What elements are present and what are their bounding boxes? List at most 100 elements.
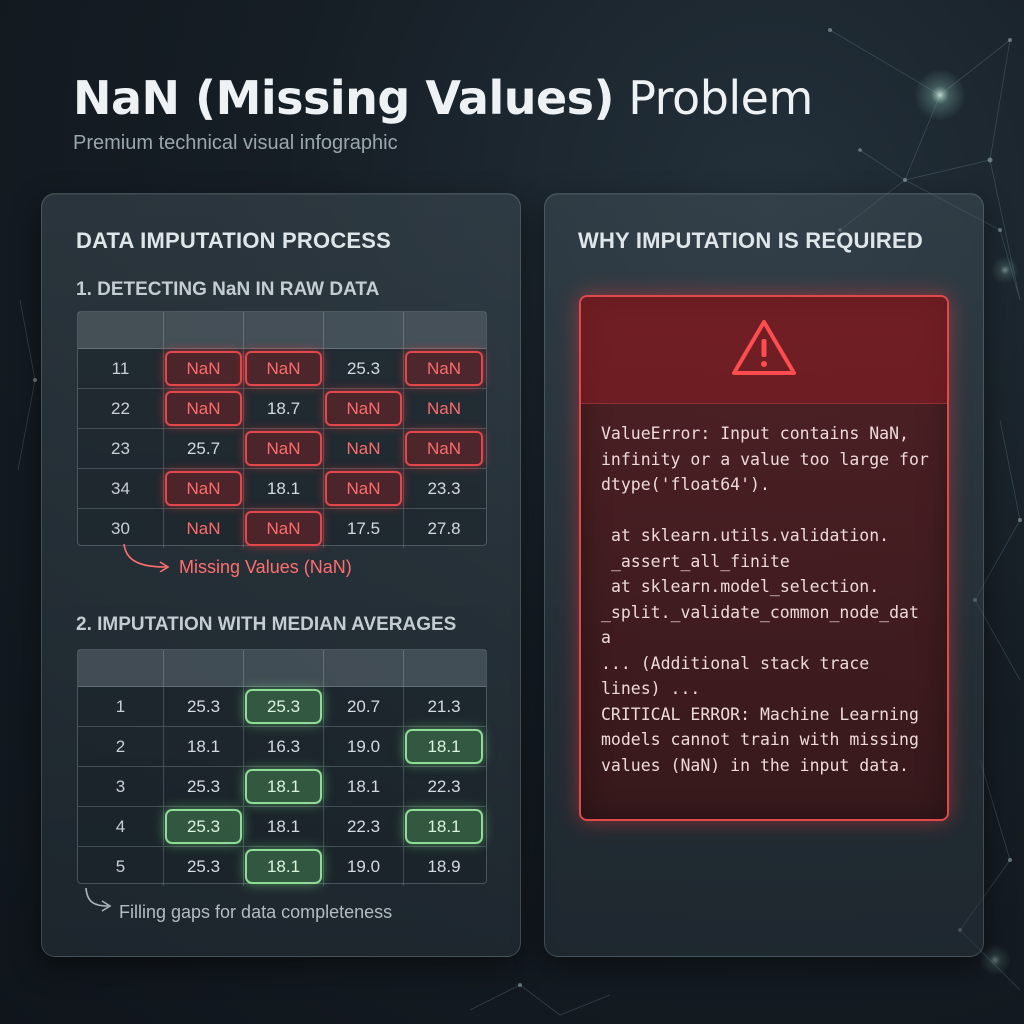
nan-cell: NaN bbox=[404, 389, 484, 428]
warning-triangle-icon bbox=[732, 320, 796, 375]
value-cell: 22.3 bbox=[324, 807, 404, 846]
cell-text: NaN bbox=[426, 358, 461, 378]
nan-highlighted-cell: NaN bbox=[324, 469, 404, 508]
section-label-imputation: 2. IMPUTATION WITH MEDIAN AVERAGES bbox=[76, 614, 457, 635]
cell-text: NaN bbox=[426, 398, 461, 418]
cell-text: 25.3 bbox=[186, 856, 221, 876]
why-imputation-panel: WHY IMPUTATION IS REQUIRED ValueError: I… bbox=[544, 193, 984, 957]
nan-highlighted-cell: NaN bbox=[324, 389, 404, 428]
table-row: 23 25.7 NaN NaN NaN bbox=[78, 429, 486, 469]
cell-text: 19.0 bbox=[346, 736, 381, 756]
nan-highlighted-cell: NaN bbox=[244, 509, 324, 548]
cell-text: 16.3 bbox=[266, 736, 301, 756]
cell-text: 22 bbox=[111, 398, 130, 418]
cell-text: 18.1 bbox=[266, 816, 301, 836]
row-id-cell: 4 bbox=[78, 807, 164, 846]
cell-text: 18.1 bbox=[427, 816, 461, 836]
table-header-row bbox=[78, 650, 486, 687]
cell-text: 20.7 bbox=[346, 696, 381, 716]
cell-text: 18.7 bbox=[266, 398, 301, 418]
cell-text: NaN bbox=[266, 518, 301, 538]
table-row: 5 25.3 18.1 19.0 18.9 bbox=[78, 847, 486, 886]
cell-text: 4 bbox=[115, 816, 126, 836]
cell-text: 27.8 bbox=[427, 518, 461, 538]
table-row: 4 25.3 18.1 22.3 18.1 bbox=[78, 807, 486, 847]
row-id-cell: 22 bbox=[78, 389, 164, 428]
cell-text: NaN bbox=[186, 398, 221, 418]
cell-text: 18.1 bbox=[186, 736, 221, 756]
table-header-row bbox=[78, 312, 486, 349]
cell-text: 25.7 bbox=[186, 438, 221, 458]
value-cell: 21.3 bbox=[404, 687, 484, 726]
nan-highlighted-cell: NaN bbox=[244, 429, 324, 468]
cell-text: 18.9 bbox=[427, 856, 461, 876]
cell-text: 3 bbox=[115, 776, 126, 796]
cell-text: 1 bbox=[115, 696, 126, 716]
cell-text: 18.1 bbox=[427, 736, 461, 756]
cell-text: NaN bbox=[186, 478, 221, 498]
table-row: 1 25.3 25.3 20.7 21.3 bbox=[78, 687, 486, 727]
cell-text: 18.1 bbox=[266, 856, 301, 876]
nan-cell: NaN bbox=[324, 429, 404, 468]
cell-text: NaN bbox=[346, 398, 381, 418]
error-stack-trace: ValueError: Input contains NaN, infinity… bbox=[601, 424, 929, 775]
value-cell: 17.5 bbox=[324, 509, 404, 548]
error-message-box: ValueError: Input contains NaN, infinity… bbox=[579, 295, 949, 821]
panel-heading-why: WHY IMPUTATION IS REQUIRED bbox=[578, 228, 923, 253]
data-imputation-panel: DATA IMPUTATION PROCESS 1. DETECTING NaN… bbox=[41, 193, 521, 957]
cell-text: 22.3 bbox=[346, 816, 381, 836]
cell-text: 18.1 bbox=[266, 478, 301, 498]
imputed-value-cell: 18.1 bbox=[404, 727, 484, 766]
row-id-cell: 30 bbox=[78, 509, 164, 548]
value-cell: 20.7 bbox=[324, 687, 404, 726]
value-cell: 23.3 bbox=[404, 469, 484, 508]
filling-gaps-annotation: Filling gaps for data completeness bbox=[119, 902, 393, 922]
value-cell: 18.1 bbox=[244, 807, 324, 846]
error-box-header bbox=[581, 297, 947, 404]
row-id-cell: 5 bbox=[78, 847, 164, 886]
value-cell: 18.1 bbox=[244, 469, 324, 508]
imputed-value-cell: 25.3 bbox=[244, 687, 324, 726]
cell-text: 18.1 bbox=[266, 776, 301, 796]
cell-text: 17.5 bbox=[346, 518, 381, 538]
value-cell: 25.7 bbox=[164, 429, 244, 468]
nan-highlighted-cell: NaN bbox=[244, 349, 324, 388]
row-id-cell: 2 bbox=[78, 727, 164, 766]
missing-values-arrow-icon bbox=[123, 543, 170, 572]
cell-text: 25.3 bbox=[186, 696, 221, 716]
cell-text: NaN bbox=[186, 358, 221, 378]
value-cell: 18.1 bbox=[164, 727, 244, 766]
imputed-value-cell: 25.3 bbox=[164, 807, 244, 846]
value-cell: 25.3 bbox=[164, 767, 244, 806]
nan-highlighted-cell: NaN bbox=[164, 389, 244, 428]
cell-text: NaN bbox=[266, 438, 301, 458]
cell-text: 2 bbox=[115, 736, 126, 756]
nan-highlighted-cell: NaN bbox=[164, 469, 244, 508]
value-cell: 18.9 bbox=[404, 847, 484, 886]
cell-text: 11 bbox=[111, 358, 130, 378]
value-cell: 19.0 bbox=[324, 847, 404, 886]
value-cell: 25.3 bbox=[324, 349, 404, 388]
cell-text: NaN bbox=[426, 438, 461, 458]
nan-highlighted-cell: NaN bbox=[164, 349, 244, 388]
table-row: 22 NaN 18.7 NaN NaN bbox=[78, 389, 486, 429]
row-id-cell: 3 bbox=[78, 767, 164, 806]
value-cell: 25.3 bbox=[164, 687, 244, 726]
cell-text: 25.3 bbox=[186, 776, 221, 796]
table-row: 2 18.1 16.3 19.0 18.1 bbox=[78, 727, 486, 767]
cell-text: 25.3 bbox=[186, 816, 221, 836]
missing-values-annotation: Missing Values (NaN) bbox=[179, 557, 352, 577]
value-cell: 18.7 bbox=[244, 389, 324, 428]
panel-heading-imputation: DATA IMPUTATION PROCESS bbox=[76, 228, 392, 253]
row-id-cell: 11 bbox=[78, 349, 164, 388]
value-cell: 22.3 bbox=[404, 767, 484, 806]
row-id-cell: 23 bbox=[78, 429, 164, 468]
